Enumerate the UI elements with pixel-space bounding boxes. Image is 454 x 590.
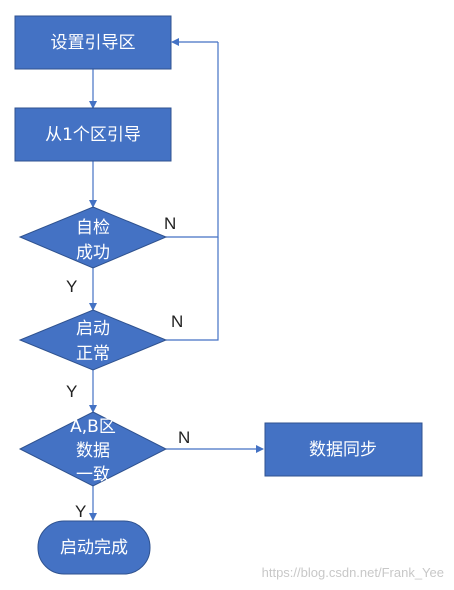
edge-label-selfcheck-no: N xyxy=(164,214,176,233)
node-boot-from-zone1-label: 从1个区引导 xyxy=(45,125,141,145)
decision-startup-normal: 启动 正常 xyxy=(18,309,168,371)
edge-selfcheck-no xyxy=(166,42,219,238)
node-boot-from-zone1: 从1个区引导 xyxy=(14,107,172,162)
terminal-startup-done-label: 启动完成 xyxy=(60,538,128,558)
decision-self-check-line2: 成功 xyxy=(76,243,110,263)
edge-label-consistent-yes: Y xyxy=(75,502,86,521)
decision-ab-consistent-line2: 数据 xyxy=(76,441,110,461)
decision-ab-consistent-line1: A,B区 xyxy=(70,417,116,437)
node-data-sync: 数据同步 xyxy=(264,422,423,477)
watermark-text: https://blog.csdn.net/Frank_Yee xyxy=(262,565,444,580)
edge-label-consistent-no: N xyxy=(178,428,190,447)
edge-label-startup-no: N xyxy=(171,312,183,331)
node-set-boot-zone-label: 设置引导区 xyxy=(51,33,136,53)
decision-self-check: 自检 成功 xyxy=(18,206,168,269)
node-data-sync-label: 数据同步 xyxy=(309,440,377,460)
decision-startup-normal-line1: 启动 xyxy=(76,319,110,339)
edge-label-selfcheck-yes: Y xyxy=(66,277,77,296)
edge-label-startup-yes: Y xyxy=(66,382,77,401)
edge-startup-no xyxy=(166,237,219,341)
decision-ab-consistent-line3: 一致 xyxy=(76,465,110,485)
decision-self-check-line1: 自检 xyxy=(76,218,110,238)
decision-ab-consistent: A,B区 数据 一致 xyxy=(18,411,168,487)
decision-startup-normal-line2: 正常 xyxy=(76,344,110,364)
terminal-startup-done: 启动完成 xyxy=(37,520,151,575)
node-set-boot-zone: 设置引导区 xyxy=(14,15,172,70)
